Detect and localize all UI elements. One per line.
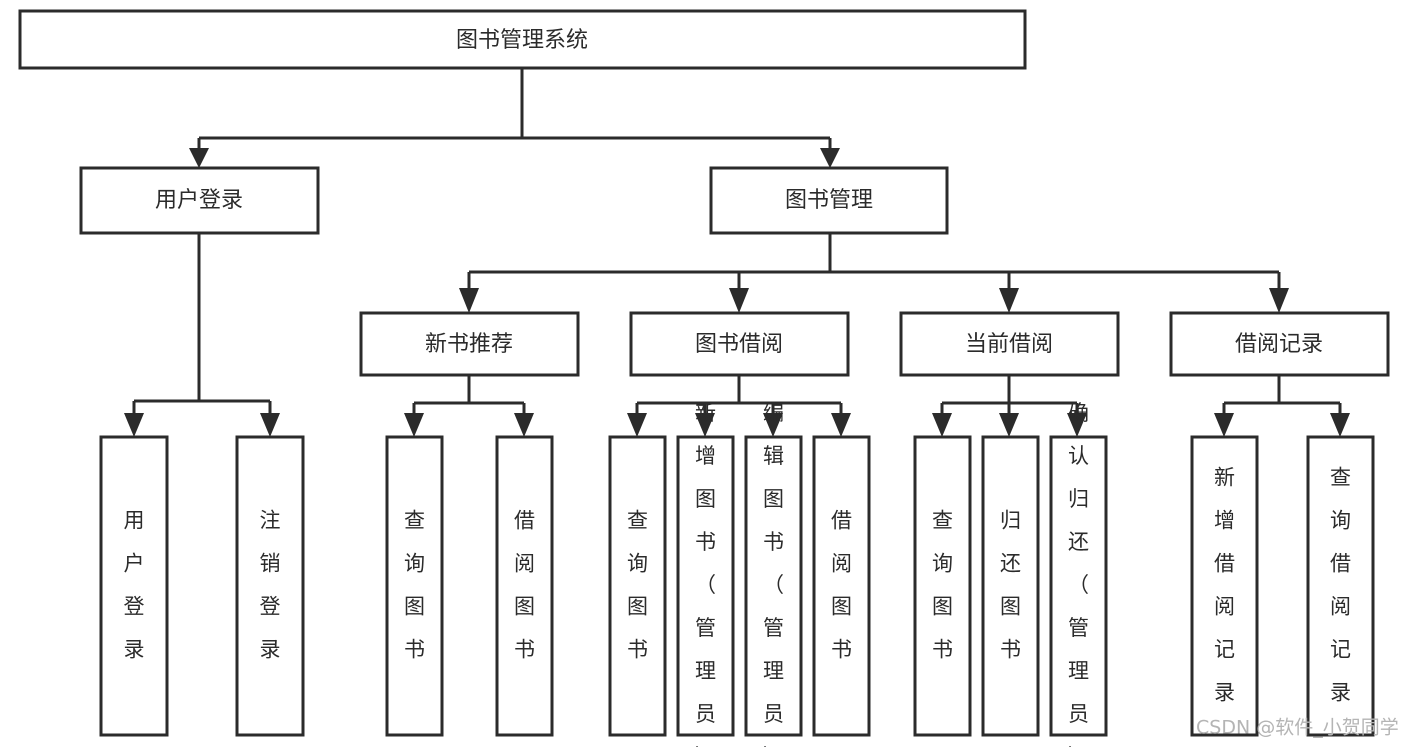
connector-group-book-manage	[459, 233, 1289, 313]
leaf-node[interactable]: 查询图书	[913, 435, 972, 737]
node-user-login[interactable]: 用户登录	[79, 166, 320, 235]
leaf-node[interactable]: 借阅图书	[812, 435, 871, 737]
node-borrow-record-label: 借阅记录	[1235, 332, 1323, 357]
node-new-book-recommend-box[interactable]	[359, 311, 580, 377]
node-book-manage-label: 图书管理	[785, 188, 873, 213]
arrowhead-leaf-borrow-book-1	[514, 413, 534, 437]
leaf-node-label: 新增借阅记录	[1214, 466, 1235, 705]
arrowhead-leaf-borrow-book-2	[831, 413, 851, 437]
leaf-node-box[interactable]	[1049, 435, 1108, 737]
leaf-node-box[interactable]	[1306, 435, 1375, 737]
leaf-node[interactable]: 编辑图书（管理员）	[744, 401, 803, 747]
node-borrow-record[interactable]: 借阅记录	[1169, 311, 1390, 377]
leaf-node-box[interactable]	[676, 435, 735, 737]
node-book-manage-box[interactable]	[709, 166, 949, 235]
leaf-node-label: 借阅图书	[514, 509, 535, 662]
leaf-node-label: 查询图书	[932, 509, 953, 662]
leaf-node[interactable]: 查询借阅记录	[1306, 435, 1375, 737]
arrowhead-leaf-query-record	[1330, 413, 1350, 437]
node-root[interactable]: 图书管理系统	[18, 9, 1027, 70]
leaf-node[interactable]: 注销登录	[235, 435, 305, 737]
node-book-borrow-label: 图书借阅	[695, 332, 783, 357]
arrowhead-book-borrow	[729, 288, 749, 313]
leaf-node-label: 归还图书	[1000, 509, 1021, 662]
connector-group-user-login	[124, 233, 280, 437]
connector-group-borrow-record	[1214, 375, 1350, 437]
leaf-node-box[interactable]	[913, 435, 972, 737]
connector-group-root	[189, 68, 840, 168]
leaf-node-box[interactable]	[495, 435, 554, 737]
node-user-login-label: 用户登录	[155, 188, 243, 213]
leaf-node-box[interactable]	[99, 435, 169, 737]
leaf-node[interactable]: 查询图书	[385, 435, 444, 737]
node-root-label: 图书管理系统	[456, 28, 588, 53]
leaf-node-label: 注销登录	[260, 509, 281, 662]
node-current-borrow-box[interactable]	[899, 311, 1120, 377]
node-current-borrow-label: 当前借阅	[965, 332, 1053, 357]
connector-group-current-borrow	[932, 375, 1087, 437]
leaf-node-box[interactable]	[744, 435, 803, 737]
leaf-node-layer: 用户登录 注销登录 查询图书 借阅图书 查询图书 新增图书（管理员） 编辑图书（管理员） 借阅…	[99, 401, 1375, 747]
leaf-node-box[interactable]	[235, 435, 305, 737]
node-current-borrow[interactable]: 当前借阅	[899, 311, 1120, 377]
arrowhead-new-book-recommend	[459, 288, 479, 313]
connector-group-book-borrow	[627, 375, 851, 437]
arrowhead-leaf-query-book-2	[627, 413, 647, 437]
node-root-box[interactable]	[18, 9, 1027, 70]
arrowhead-leaf-add-book	[695, 413, 715, 437]
leaf-node[interactable]: 归还图书	[981, 435, 1040, 737]
arrowhead-user-login	[189, 148, 209, 168]
watermark-label: CSDN @软件_小贺同学	[1196, 717, 1399, 739]
leaf-node-label: 借阅图书	[831, 509, 852, 662]
leaf-node[interactable]: 新增借阅记录	[1190, 435, 1259, 737]
leaf-node-label: 用户登录	[124, 509, 145, 662]
node-borrow-record-box[interactable]	[1169, 311, 1390, 377]
leaf-node-box[interactable]	[981, 435, 1040, 737]
arrowhead-current-borrow	[999, 288, 1019, 313]
leaf-node-box[interactable]	[1190, 435, 1259, 737]
arrowhead-leaf-return-book	[999, 413, 1019, 437]
leaf-node-label: 确认归还（管理员）	[1068, 401, 1089, 747]
arrowhead-leaf-add-record	[1214, 413, 1234, 437]
arrowhead-leaf-user-login	[124, 413, 144, 437]
leaf-node[interactable]: 新增图书（管理员）	[676, 401, 735, 747]
connector-group-new-book-recommend	[404, 375, 534, 437]
leaf-node-label: 查询图书	[627, 509, 648, 662]
arrowhead-leaf-query-book-3	[932, 413, 952, 437]
leaf-node-label: 新增图书（管理员）	[695, 401, 716, 747]
leaf-node-box[interactable]	[385, 435, 444, 737]
arrowhead-book-manage	[820, 148, 840, 168]
leaf-node-label: 查询借阅记录	[1330, 466, 1351, 705]
node-book-manage[interactable]: 图书管理	[709, 166, 949, 235]
leaf-node[interactable]: 借阅图书	[495, 435, 554, 737]
leaf-node-box[interactable]	[812, 435, 871, 737]
node-new-book-recommend-label: 新书推荐	[425, 332, 513, 357]
arrowhead-borrow-record	[1269, 288, 1289, 313]
arrowhead-leaf-confirm-return	[1067, 413, 1087, 437]
node-user-login-box[interactable]	[79, 166, 320, 235]
leaf-node-label: 查询图书	[404, 509, 425, 662]
leaf-node-box[interactable]	[608, 435, 667, 737]
node-new-book-recommend[interactable]: 新书推荐	[359, 311, 580, 377]
arrowhead-leaf-edit-book	[763, 413, 783, 437]
arrowhead-leaf-query-book-1	[404, 413, 424, 437]
leaf-node[interactable]: 用户登录	[99, 435, 169, 737]
leaf-node[interactable]: 确认归还（管理员）	[1049, 401, 1108, 747]
node-book-borrow-box[interactable]	[629, 311, 850, 377]
node-book-borrow[interactable]: 图书借阅	[629, 311, 850, 377]
arrowhead-leaf-logout-login	[260, 413, 280, 437]
leaf-node[interactable]: 查询图书	[608, 435, 667, 737]
leaf-node-label: 编辑图书（管理员）	[763, 401, 784, 747]
